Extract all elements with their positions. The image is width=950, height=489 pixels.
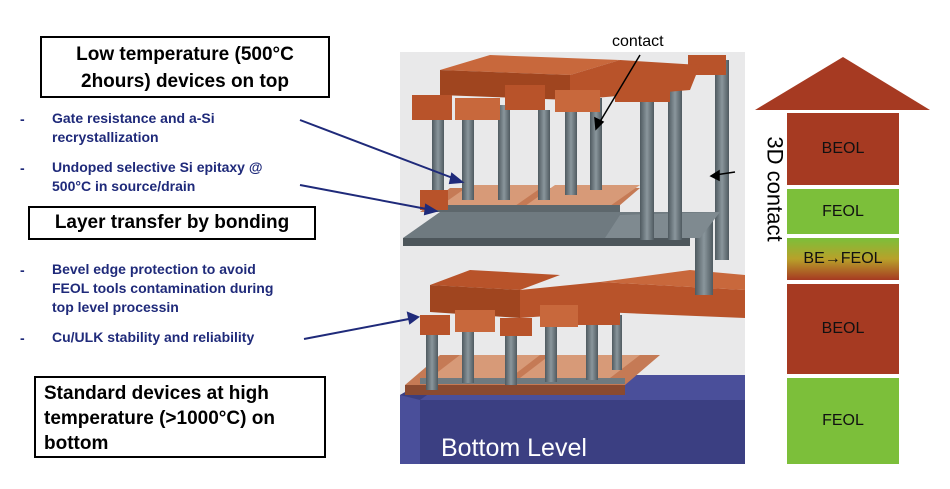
contact-label: contact	[612, 33, 664, 50]
top-pillars	[432, 85, 682, 240]
bottom-level-label: Bottom Level	[441, 434, 587, 462]
layer-stack-house	[755, 57, 930, 110]
bottom-pillars	[426, 315, 622, 390]
bullet-cu-ulk: Cu/ULK stability and reliability	[52, 329, 255, 345]
stack-layer-beol-2: BEOL	[787, 284, 899, 374]
stack-roof	[755, 57, 930, 110]
3d-contact-label: 3D contact	[762, 136, 788, 242]
bullet-gate-resistance: Gate resistance and a-Si recrystallizati…	[52, 110, 215, 145]
bullet-undoped-epitaxy: Undoped selective Si epitaxy @ 500°C in …	[52, 159, 263, 194]
stack-layer-be-feol: BE→FEOL	[787, 238, 899, 280]
bullet-dash: -	[20, 160, 25, 176]
layer-transfer-box: Layer transfer by bonding	[28, 206, 316, 240]
contact-arrows	[594, 54, 736, 182]
bullet-dash: -	[20, 111, 25, 127]
stack-layer-feol-1: FEOL	[787, 189, 899, 234]
bullet-dash: -	[20, 262, 25, 278]
bullet-bevel-edge: Bevel edge protection to avoid FEOL tool…	[52, 261, 274, 315]
top-copper	[412, 55, 700, 210]
stack-layer-beol-1: BEOL	[787, 113, 899, 185]
top-devices-box: Low temperature (500°C 2hours) devices o…	[40, 36, 330, 98]
annotation-arrows	[299, 119, 465, 340]
bullet-dash: -	[20, 330, 25, 346]
top-device-rows	[420, 185, 640, 212]
stack-layer-feol-2: FEOL	[787, 378, 899, 464]
bottom-devices-box: Standard devices at high temperature (>1…	[34, 376, 326, 458]
